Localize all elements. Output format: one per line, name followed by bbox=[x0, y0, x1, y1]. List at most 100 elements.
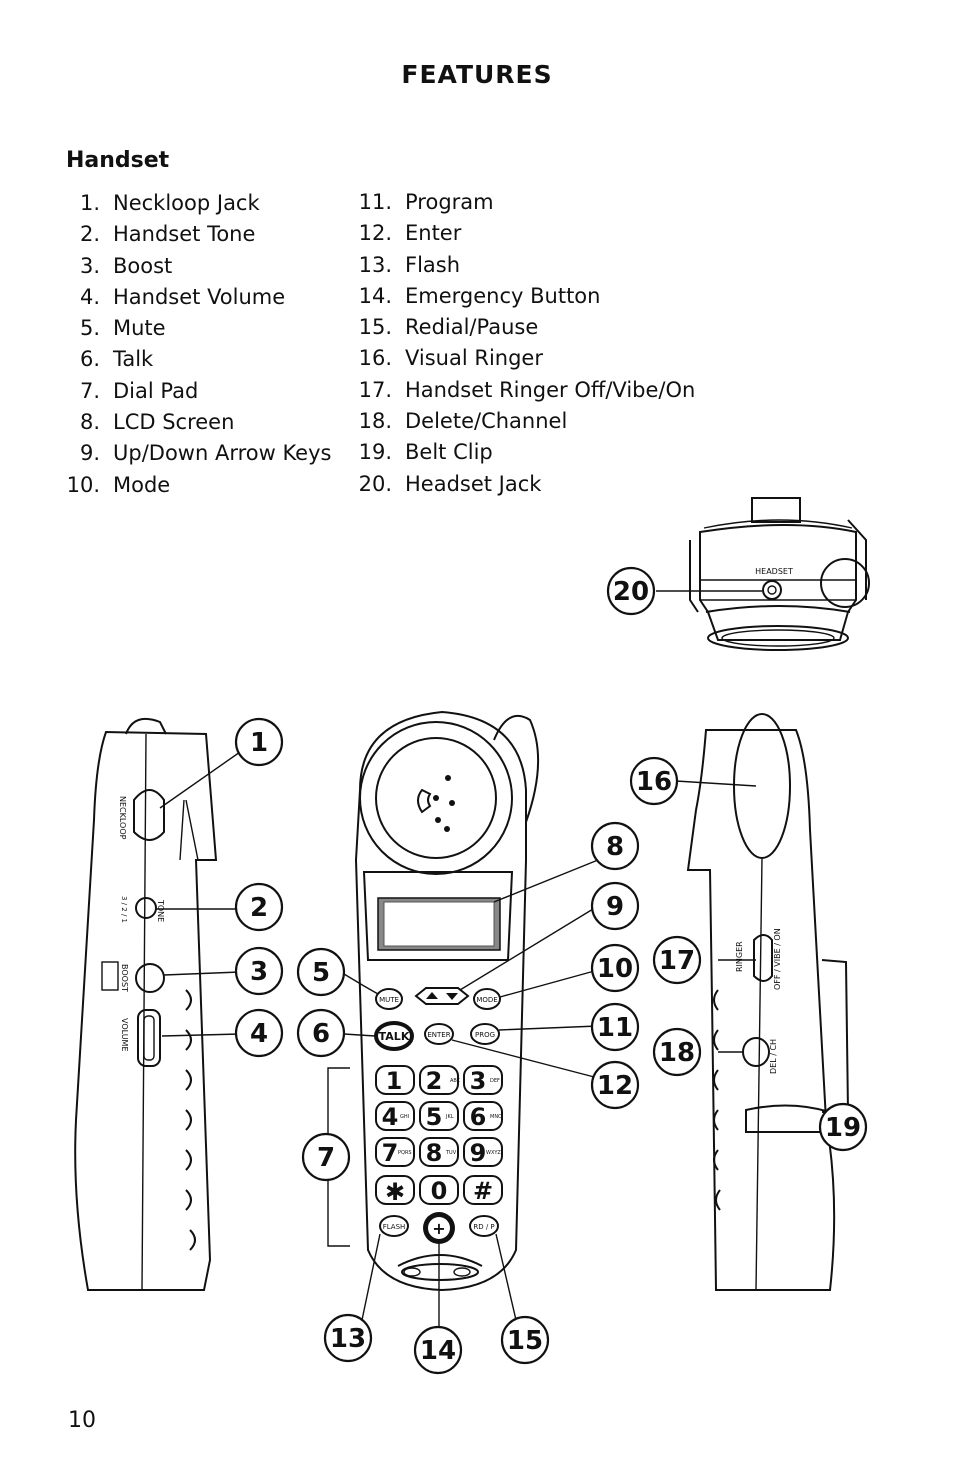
dial-pad: 1 2 ABC 3 DEF 4 GHI 5 JKL 6 MNO 7 PQRS 8… bbox=[375, 1065, 503, 1206]
callout-9: 9 bbox=[590, 881, 640, 931]
tone-label: TONE bbox=[156, 899, 165, 922]
item-label: Visual Ringer bbox=[405, 346, 543, 371]
callout-11: 11 bbox=[590, 1002, 640, 1052]
callout-number: 10 bbox=[597, 954, 633, 984]
headset-label: HEADSET bbox=[755, 567, 793, 576]
item-number: 13. bbox=[358, 252, 392, 277]
volume-label: VOLUME bbox=[120, 1018, 129, 1052]
enter-key-label: ENTER bbox=[427, 1031, 450, 1039]
mode-button: MODE bbox=[473, 988, 501, 1010]
key-letters: MNO bbox=[490, 1114, 502, 1120]
section-heading: Handset bbox=[66, 148, 170, 173]
item-number: 1. bbox=[79, 191, 100, 215]
callout-number: 6 bbox=[312, 1019, 330, 1049]
callout-17: 17 bbox=[652, 935, 702, 985]
callout-20: 20 bbox=[606, 566, 656, 616]
feature-list-left: 1.Neckloop Jack 2. Handset Tone 3.Boost 4… bbox=[64, 188, 332, 501]
item-number: 10. bbox=[66, 472, 100, 497]
item-label: Talk bbox=[113, 347, 154, 372]
callout-15: 15 bbox=[500, 1315, 550, 1365]
ringer-label: RINGER bbox=[735, 941, 744, 972]
list-item: 10.Mode bbox=[64, 470, 331, 501]
del-ch-label: DEL / CH bbox=[769, 1039, 778, 1074]
item-label: Up/Down Arrow Keys bbox=[113, 441, 332, 466]
list-item: 13. Flash bbox=[350, 250, 695, 281]
list-item: 17.Handset Ringer Off/Vibe/On bbox=[350, 375, 696, 406]
callout-10: 10 bbox=[590, 943, 640, 993]
callout-14: 14 bbox=[413, 1325, 463, 1375]
talk-key-label: TALK bbox=[379, 1030, 410, 1043]
page-number: 10 bbox=[68, 1408, 96, 1433]
item-label: Flash bbox=[405, 252, 461, 277]
callout-6: 6 bbox=[296, 1008, 346, 1058]
key-digit: 3 bbox=[470, 1067, 487, 1095]
item-label: Program bbox=[405, 190, 494, 214]
list-item: 11. Program bbox=[350, 187, 695, 218]
item-number: 9. bbox=[79, 441, 100, 466]
item-label: Headset Jack bbox=[405, 471, 542, 496]
callout-5: 5 bbox=[296, 947, 346, 997]
key-letters: DEF bbox=[490, 1078, 500, 1084]
handset-left-side-view: NECKLOOP TONE 3 / 2 / 1 BOOST VOLUME bbox=[74, 718, 241, 1291]
key-letters: WXYZ bbox=[486, 1150, 501, 1156]
off-vibe-on-label: OFF / VIBE / ON bbox=[773, 928, 782, 990]
handset-right-side-view: RINGER OFF / VIBE / ON DEL / CH bbox=[675, 713, 850, 1291]
callout-16: 16 bbox=[629, 756, 679, 806]
key-digit: ✱ bbox=[385, 1178, 405, 1206]
item-label: Handset Ringer Off/Vibe/On bbox=[405, 377, 696, 402]
mute-button: MUTE bbox=[375, 988, 403, 1010]
callout-13: 13 bbox=[323, 1313, 373, 1363]
list-item: 19.Belt Clip bbox=[350, 437, 695, 468]
tone-scale-label: 3 / 2 / 1 bbox=[120, 896, 128, 923]
prog-key-label: PROG bbox=[475, 1031, 495, 1039]
item-number: 18. bbox=[358, 409, 392, 434]
list-item: 2. Handset Tone bbox=[64, 219, 331, 250]
callout-4: 4 bbox=[234, 1008, 284, 1058]
key-digit: 6 bbox=[470, 1103, 487, 1131]
key-letters: TUV bbox=[445, 1150, 457, 1156]
item-number: 11. bbox=[358, 190, 392, 214]
list-item: 14.Emergency Button bbox=[350, 281, 695, 312]
key-digit: 9 bbox=[470, 1139, 487, 1167]
item-number: 8. bbox=[79, 410, 100, 435]
callout-number: 19 bbox=[825, 1113, 861, 1143]
item-number: 2. bbox=[79, 222, 100, 247]
callout-7: 7 bbox=[301, 1132, 351, 1182]
item-number: 4. bbox=[79, 284, 100, 309]
talk-button: TALK bbox=[374, 1021, 414, 1051]
key-letters: GHI bbox=[400, 1114, 409, 1120]
callout-number: 5 bbox=[312, 958, 330, 988]
callout-1: 1 bbox=[234, 717, 284, 767]
key-digit: 0 bbox=[431, 1177, 448, 1205]
callout-number: 11 bbox=[597, 1013, 633, 1043]
item-label: Handset Volume bbox=[113, 284, 286, 309]
item-label: Handset Tone bbox=[113, 222, 256, 247]
callout-19: 19 bbox=[818, 1102, 868, 1152]
list-item: 5.Mute bbox=[64, 313, 331, 344]
key-letters: ABC bbox=[450, 1078, 461, 1084]
list-item: 9. Up/Down Arrow Keys bbox=[64, 438, 332, 469]
item-number: 6. bbox=[79, 347, 100, 372]
callout-number: 8 bbox=[606, 832, 624, 862]
handset-top-view: HEADSET bbox=[656, 497, 870, 651]
mode-key-label: MODE bbox=[476, 996, 497, 1004]
callout-number: 1 bbox=[250, 728, 268, 758]
item-number: 3. bbox=[79, 253, 100, 278]
item-label: Belt Clip bbox=[405, 440, 493, 465]
item-label: Mute bbox=[113, 316, 166, 341]
neckloop-label: NECKLOOP bbox=[118, 796, 127, 840]
list-item: 1.Neckloop Jack bbox=[64, 188, 331, 219]
item-number: 14. bbox=[358, 283, 392, 308]
callout-number: 2 bbox=[250, 893, 268, 923]
callout-number: 7 bbox=[317, 1143, 335, 1173]
key-digit: 1 bbox=[386, 1067, 403, 1095]
callout-18: 18 bbox=[652, 1027, 702, 1077]
list-item: 3.Boost bbox=[64, 251, 331, 282]
callout-number: 16 bbox=[636, 767, 672, 797]
key-digit: 4 bbox=[382, 1103, 399, 1131]
item-number: 12. bbox=[358, 221, 392, 246]
item-label: Delete/Channel bbox=[405, 409, 568, 434]
key-digit: 5 bbox=[426, 1103, 443, 1131]
emergency-button: + bbox=[423, 1212, 455, 1244]
